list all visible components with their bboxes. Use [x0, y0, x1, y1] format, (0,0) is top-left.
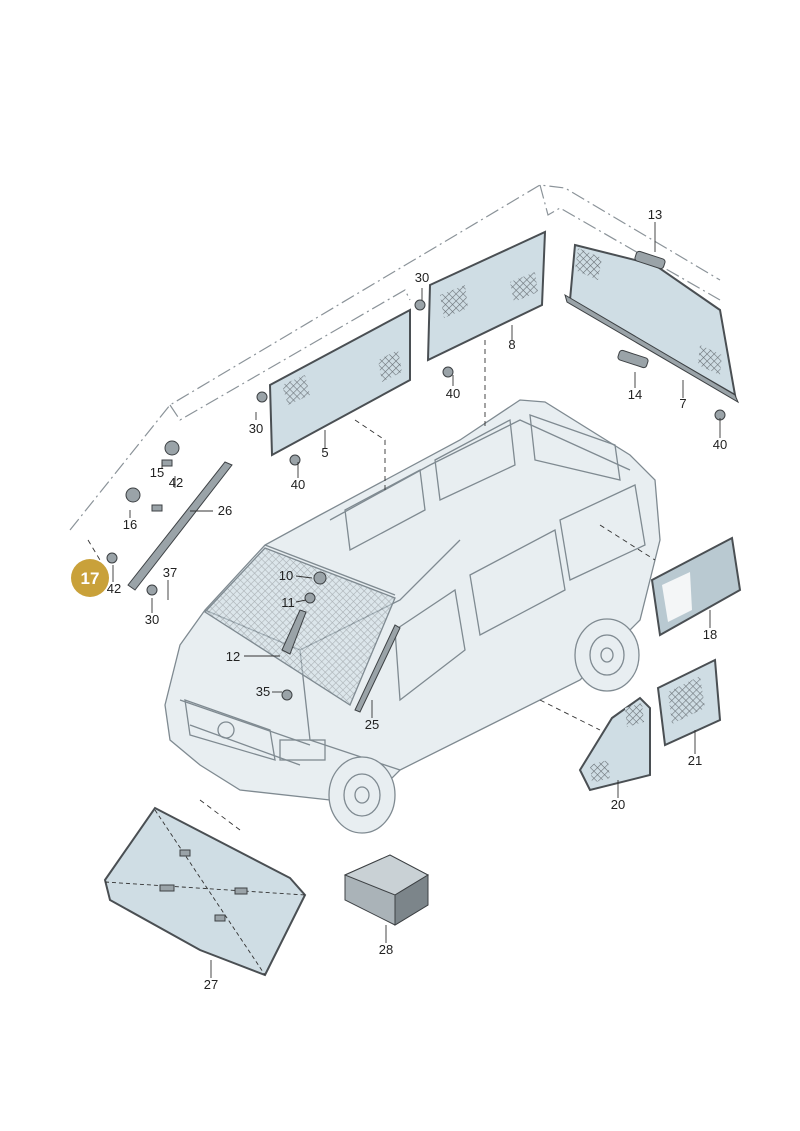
front-wheel [328, 756, 396, 834]
window-pane-21 [656, 658, 722, 747]
windshield-27 [103, 806, 307, 977]
callout-30-bottom[interactable]: 30 [145, 612, 159, 627]
callout-10[interactable]: 10 [279, 568, 293, 583]
callout-18[interactable]: 18 [703, 627, 717, 642]
callout-40-left[interactable]: 40 [291, 477, 305, 492]
callout-20[interactable]: 20 [611, 797, 625, 812]
callout-40-middle[interactable]: 40 [446, 386, 460, 401]
leader-lines [112, 222, 721, 978]
callout-25[interactable]: 25 [365, 717, 379, 732]
callout-7[interactable]: 7 [679, 396, 686, 411]
callout-16[interactable]: 16 [123, 517, 137, 532]
callout-5[interactable]: 5 [321, 445, 328, 460]
window-pane-20 [578, 696, 651, 792]
trim-strip-26 [127, 461, 233, 591]
roof-outline [69, 184, 721, 531]
callout-42-upper[interactable]: 42 [169, 475, 183, 490]
van-body [164, 399, 661, 811]
callout-15[interactable]: 15 [150, 465, 164, 480]
callout-30-left[interactable]: 30 [249, 421, 263, 436]
callout-27[interactable]: 27 [204, 977, 218, 992]
callout-30-top[interactable]: 30 [415, 270, 429, 285]
handle-13 [634, 250, 666, 270]
rear-wheel [574, 618, 640, 692]
callout-8[interactable]: 8 [508, 337, 515, 352]
callout-26[interactable]: 26 [218, 503, 232, 518]
callout-11[interactable]: 11 [281, 595, 295, 610]
callout-14[interactable]: 14 [628, 387, 642, 402]
handle-14 [617, 349, 649, 369]
callout-37[interactable]: 37 [163, 565, 177, 580]
guide-lines [87, 340, 656, 831]
highlight-circle [71, 559, 109, 597]
callout-21[interactable]: 21 [688, 753, 702, 768]
highlight-badge-17[interactable]: 17 [71, 559, 109, 597]
box-28 [343, 854, 430, 926]
callout-13[interactable]: 13 [648, 207, 662, 222]
window-pane-18 [650, 536, 742, 637]
callout-28[interactable]: 28 [379, 942, 393, 957]
callout-35[interactable]: 35 [256, 684, 270, 699]
window-pane-8 [426, 230, 547, 362]
window-pane-5 [268, 308, 411, 457]
small-parts [106, 299, 726, 701]
window-pane-7 [564, 243, 740, 404]
highlight-label: 17 [81, 569, 100, 588]
trim-strip-25 [354, 624, 401, 713]
callout-42-lower[interactable]: 42 [107, 581, 121, 596]
callout-12[interactable]: 12 [226, 649, 240, 664]
callout-40-right[interactable]: 40 [713, 437, 727, 452]
